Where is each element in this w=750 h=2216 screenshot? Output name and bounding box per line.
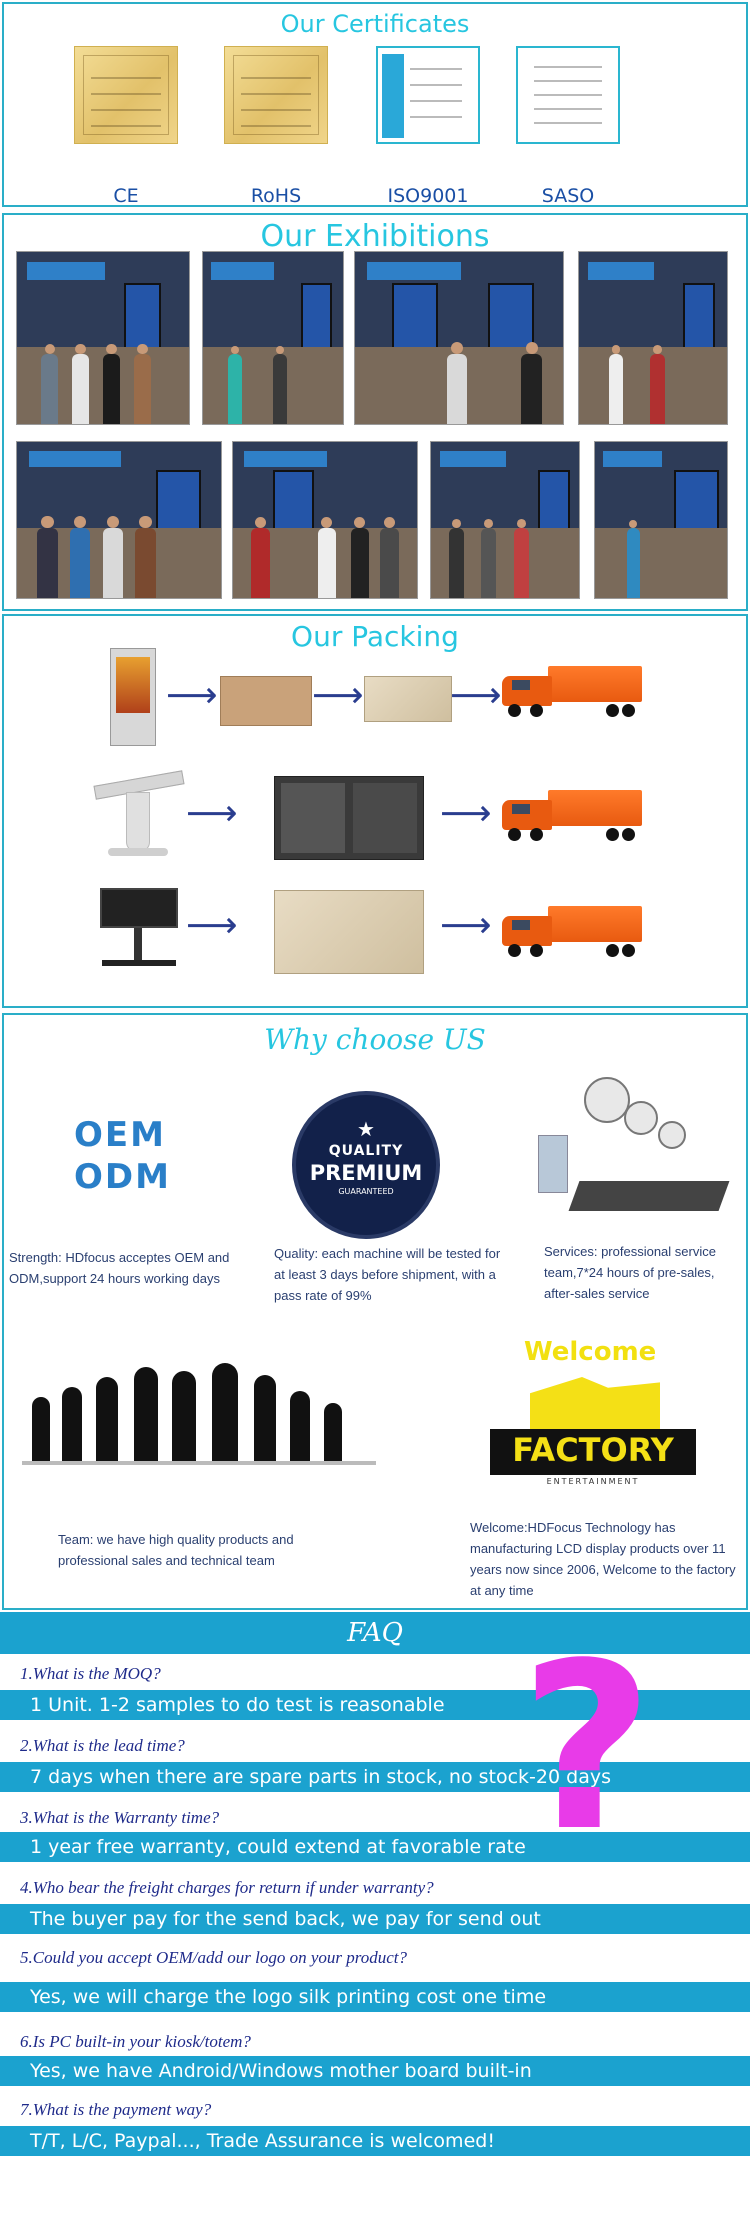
arrow-icon: ⟶ xyxy=(312,675,364,716)
faq-question-1: 1.What is the MOQ? xyxy=(20,1664,161,1683)
arrow-icon: ⟶ xyxy=(186,793,238,834)
arrow-icon: ⟶ xyxy=(450,675,502,716)
faq-answer-7: T/T, L/C, Paypal..., Trade Assurance is … xyxy=(0,2126,750,2156)
arrow-icon: ⟶ xyxy=(440,793,492,834)
exhibition-photo xyxy=(430,441,580,599)
exhibition-photo xyxy=(16,441,222,599)
packing-section: Our Packing ⟶ ⟶ ⟶ ⟶ ⟶ ⟶ ⟶ xyxy=(2,614,748,1008)
tv-stand-product-image xyxy=(98,888,180,970)
factory-logo-image: FACTORY ENTERTAINMENT xyxy=(490,1377,696,1495)
iso9001-label: ISO9001 xyxy=(387,185,469,207)
arrow-icon: ⟶ xyxy=(166,675,218,716)
quality-premium-badge: ★ QUALITY PREMIUM GUARANTEED xyxy=(292,1091,440,1239)
factory-subtext: ENTERTAINMENT xyxy=(546,1477,640,1486)
faq-title: FAQ xyxy=(347,1618,403,1648)
truck-image xyxy=(502,902,642,958)
faq-answer-4: The buyer pay for the send back, we pay … xyxy=(0,1904,750,1934)
wooden-crate-image xyxy=(364,676,452,722)
why-choose-title: Why choose US xyxy=(264,1023,486,1056)
saso-label: SASO xyxy=(541,185,595,207)
faq-question-2: 2.What is the lead time? xyxy=(20,1736,185,1755)
arrow-icon: ⟶ xyxy=(440,905,492,946)
welcome-word: Welcome xyxy=(524,1337,657,1367)
faq-question-5: 5.Could you accept OEM/add our logo on y… xyxy=(20,1948,408,1967)
oem-logo-text: OEM xyxy=(74,1115,166,1155)
faq-answer-1: 1 Unit. 1-2 samples to do test is reason… xyxy=(0,1690,750,1720)
exhibition-photo xyxy=(232,441,418,599)
team-silhouette-image xyxy=(22,1357,376,1467)
table-kiosk-product-image xyxy=(93,770,186,858)
faq-question-6: 6.Is PC built-in your kiosk/totem? xyxy=(20,2032,251,2051)
certificates-title: Our Certificates xyxy=(280,10,470,38)
badge-quality-text: QUALITY xyxy=(328,1143,404,1159)
exhibition-photo xyxy=(578,251,728,425)
wooden-case-image xyxy=(274,890,424,974)
faq-section: FAQ 1.What is the MOQ? 1 Unit. 1-2 sampl… xyxy=(0,1612,750,2216)
faq-question-4: 4.Who bear the freight charges for retur… xyxy=(20,1878,434,1897)
truck-image xyxy=(502,786,642,842)
factory-word: FACTORY xyxy=(512,1431,674,1469)
faq-answer-5: Yes, we will charge the logo silk printi… xyxy=(0,1982,750,2012)
faq-answer-2: 7 days when there are spare parts in sto… xyxy=(0,1762,750,1792)
iso9001-certificate-image xyxy=(376,46,480,144)
arrow-icon: ⟶ xyxy=(186,905,238,946)
saso-certificate-image xyxy=(516,46,620,144)
faq-question-3: 3.What is the Warranty time? xyxy=(20,1808,220,1827)
faq-answer-6: Yes, we have Android/Windows mother boar… xyxy=(0,2056,750,2086)
exhibitions-section: Our Exhibitions xyxy=(2,213,748,611)
exhibition-photo xyxy=(594,441,728,599)
certificates-section: Our Certificates CE RoHS ISO9001 SASO xyxy=(2,2,748,207)
exhibition-photo xyxy=(202,251,344,425)
welcome-text: Welcome:HDFocus Technology has manufactu… xyxy=(470,1520,736,1598)
exhibitions-title: Our Exhibitions xyxy=(260,219,490,254)
services-text: Services: professional service team,7*24… xyxy=(544,1244,716,1301)
carton-box-image xyxy=(220,676,312,726)
flight-case-image xyxy=(274,776,424,860)
badge-premium-text: PREMIUM xyxy=(309,1161,423,1185)
quality-text: Quality: each machine will be tested for… xyxy=(274,1246,501,1303)
strength-text: Strength: HDfocus acceptes OEM and ODM,s… xyxy=(9,1250,230,1286)
faq-title-bar: FAQ xyxy=(0,1612,750,1654)
call-center-image xyxy=(534,1071,734,1233)
ce-certificate-image xyxy=(74,46,178,144)
faq-question-7: 7.What is the payment way? xyxy=(20,2100,212,2119)
truck-image xyxy=(502,662,642,718)
rohs-label: RoHS xyxy=(250,185,302,207)
faq-answer-3: 1 year free warranty, could extend at fa… xyxy=(0,1832,750,1862)
rohs-certificate-image xyxy=(224,46,328,144)
why-choose-section: Why choose US OEM ODM ★ QUALITY PREMIUM … xyxy=(2,1013,748,1610)
exhibition-photo xyxy=(354,251,564,425)
kiosk-product-image xyxy=(110,648,156,746)
packing-title: Our Packing xyxy=(291,620,459,653)
badge-guaranteed-text: GUARANTEED xyxy=(338,1187,394,1196)
question-mark-icon: ? xyxy=(520,1615,654,1882)
exhibition-photo xyxy=(16,251,190,425)
team-text: Team: we have high quality products and … xyxy=(58,1532,294,1568)
ce-label: CE xyxy=(113,185,139,207)
odm-logo-text: ODM xyxy=(74,1157,171,1197)
